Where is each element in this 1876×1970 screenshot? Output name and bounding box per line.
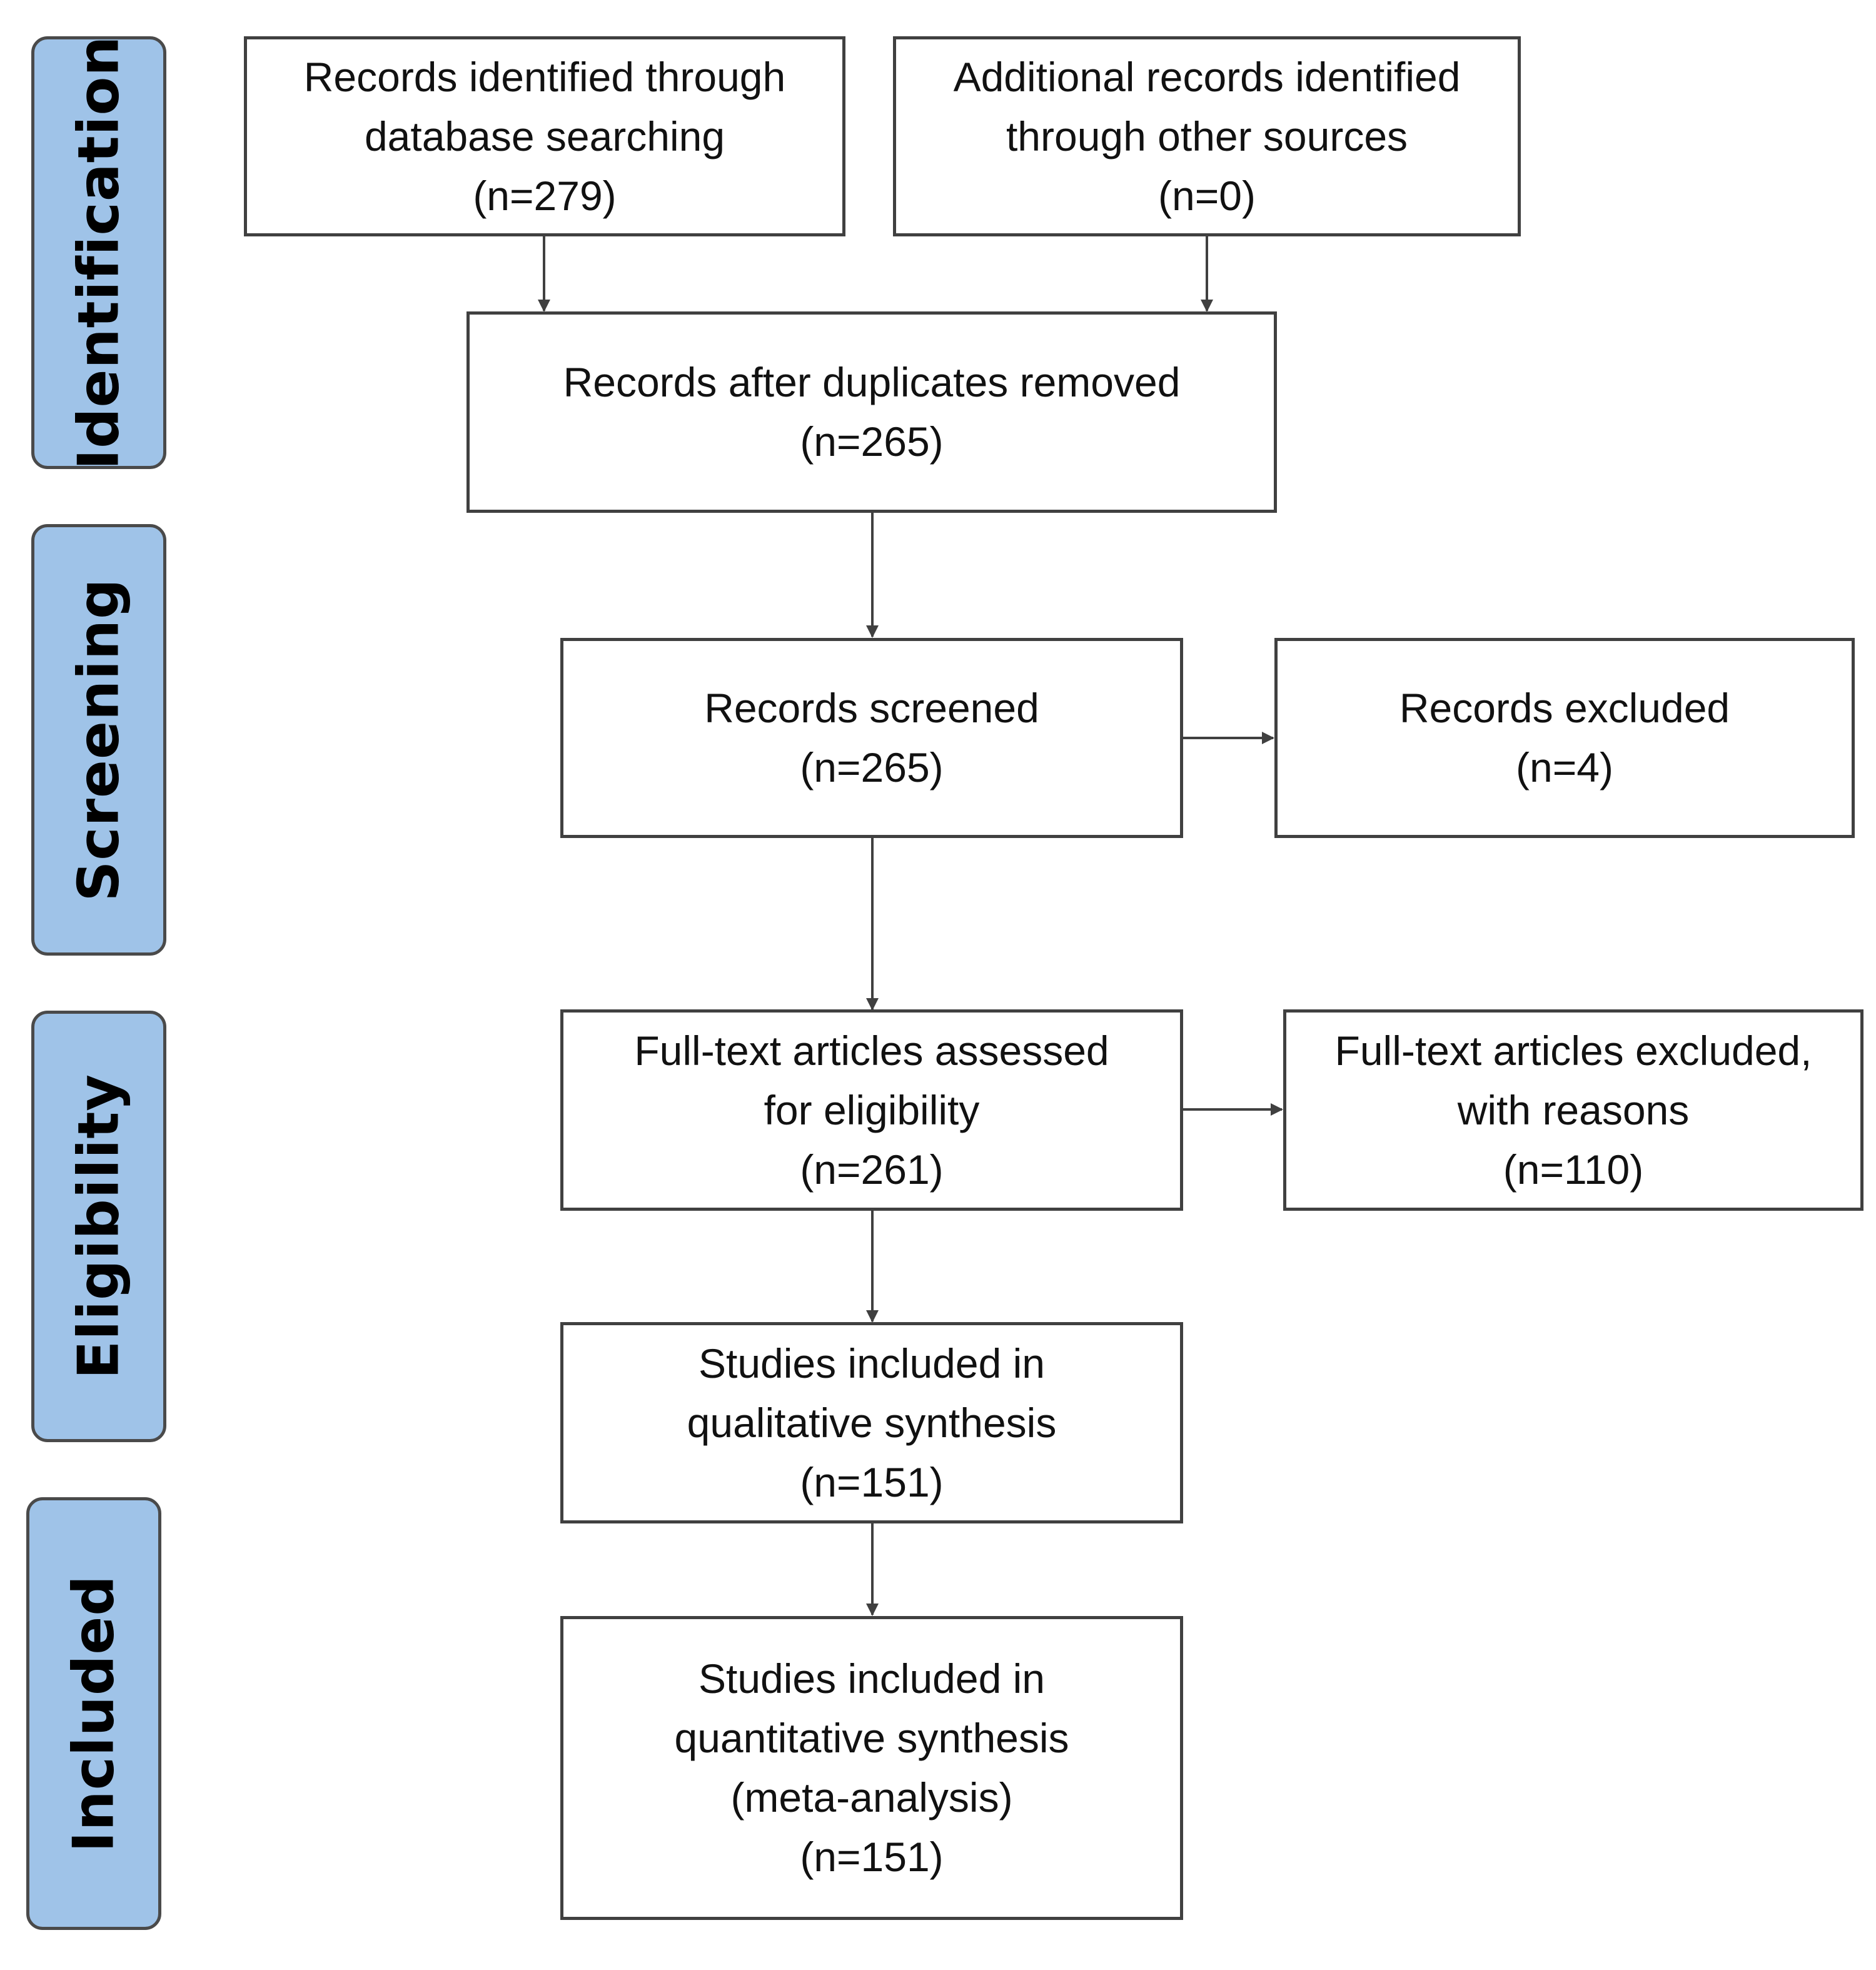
box-other-records-line1: Additional records identified — [953, 53, 1461, 100]
box-quantitative-count: (n=151) — [800, 1834, 944, 1880]
box-quantitative-line3: (meta-analysis) — [730, 1774, 1013, 1821]
stage-screening-tab: Screening — [31, 524, 166, 956]
box-fulltext-assessed-count: (n=261) — [800, 1146, 944, 1193]
box-fulltext-assessed-line1: Full-text articles assessed — [634, 1027, 1109, 1074]
stage-eligibility-label: Eligibility — [66, 1073, 132, 1380]
box-after-duplicates: Records after duplicates removed (n=265) — [466, 311, 1277, 513]
stage-screening-label: Screening — [66, 578, 132, 902]
stage-included-label: Included — [61, 1575, 127, 1852]
box-database-records-line2: database searching — [364, 113, 725, 159]
box-qualitative-line2: qualitative synthesis — [687, 1399, 1057, 1446]
box-qualitative-count: (n=151) — [800, 1458, 944, 1505]
stage-identification-tab: Identification — [31, 35, 166, 470]
box-qualitative-line1: Studies included in — [698, 1340, 1046, 1387]
box-other-records-count: (n=0) — [1158, 172, 1256, 219]
box-records-excluded-line1: Records excluded — [1399, 685, 1730, 731]
box-qualitative-synthesis: Studies included in qualitative synthesi… — [560, 1322, 1183, 1523]
box-database-records-line1: Records identified through — [303, 53, 786, 100]
box-database-records-count: (n=279) — [473, 172, 617, 219]
box-records-excluded: Records excluded (n=4) — [1274, 638, 1855, 838]
box-quantitative-line2: quantitative synthesis — [674, 1715, 1069, 1761]
box-fulltext-excluded-count: (n=110) — [1503, 1146, 1644, 1193]
box-database-records: Records identified through database sear… — [244, 36, 845, 236]
box-fulltext-excluded-line2: with reasons — [1457, 1086, 1690, 1133]
box-other-records-line2: through other sources — [1006, 113, 1408, 159]
box-other-records: Additional records identified through ot… — [893, 36, 1521, 236]
box-fulltext-assessed: Full-text articles assessed for eligibil… — [560, 1009, 1183, 1211]
stage-included-tab: Included — [26, 1497, 161, 1930]
box-quantitative-line1: Studies included in — [698, 1655, 1046, 1702]
box-fulltext-excluded-line1: Full-text articles excluded, — [1334, 1027, 1812, 1074]
box-screened: Records screened (n=265) — [560, 638, 1183, 838]
box-fulltext-excluded: Full-text articles excluded, with reason… — [1283, 1009, 1863, 1211]
stage-identification-label: Identification — [66, 35, 132, 470]
box-after-duplicates-line1: Records after duplicates removed — [563, 359, 1181, 405]
box-quantitative-synthesis: Studies included in quantitative synthes… — [560, 1616, 1183, 1920]
box-screened-count: (n=265) — [800, 744, 944, 791]
stage-eligibility-tab: Eligibility — [31, 1011, 166, 1442]
box-records-excluded-count: (n=4) — [1516, 744, 1613, 791]
box-after-duplicates-count: (n=265) — [800, 418, 944, 465]
box-screened-line1: Records screened — [704, 685, 1039, 731]
box-fulltext-assessed-line2: for eligibility — [764, 1086, 980, 1133]
